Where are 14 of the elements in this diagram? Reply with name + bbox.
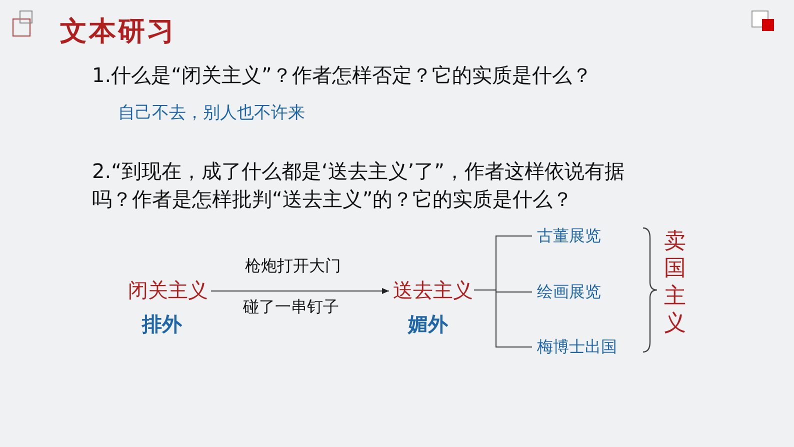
question-text: 2.“到现在，成了什么都是‘送去主义’了”，作者这样依说有据吗？作者是怎样批判“送去主义”的？它的实质是什么？ (92, 158, 626, 213)
item-text: 绘画展览 (537, 282, 601, 301)
side-note: 媚外 (408, 312, 448, 336)
item-text: 古董展览 (537, 226, 601, 245)
concept-text: 闭关主义 (128, 278, 208, 302)
conclusion-text: 卖国主义 (664, 229, 686, 336)
side-note: 排外 (142, 312, 182, 336)
item-text: 梅博士出国 (537, 337, 617, 356)
annotation-text: 碰了一串钉子 (243, 297, 339, 316)
question-text: 1.什么是“闭关主义”？作者怎样否定？它的实质是什么？ (92, 62, 593, 89)
slide-title: 文本研习 (60, 16, 176, 48)
answer-text: 自己不去，别人也不许来 (118, 103, 305, 124)
concept-text: 送去主义 (393, 278, 473, 302)
arrow (210, 288, 390, 294)
